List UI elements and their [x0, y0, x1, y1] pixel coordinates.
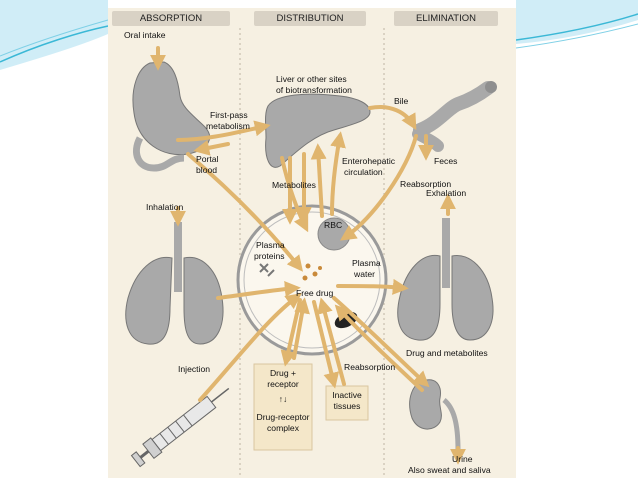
arrow-from-inactive	[317, 297, 346, 386]
liver-shape	[265, 93, 371, 168]
label-portal-2: blood	[196, 165, 218, 175]
label-feces: Feces	[434, 156, 458, 166]
lung-right-2	[451, 254, 494, 341]
label-injection: Injection	[178, 364, 211, 374]
label-plasma-water-1: Plasma	[352, 258, 381, 268]
arrow-first-pass	[176, 120, 271, 142]
label-oral-intake: Oral intake	[124, 30, 166, 40]
protein-shape	[259, 263, 275, 277]
diagram-graphics	[125, 28, 497, 476]
header-absorption: ABSORPTION	[112, 11, 230, 26]
label-reabsorption-bottom: Reabsorption	[344, 362, 396, 372]
label-plasma-proteins-2: proteins	[254, 251, 285, 261]
arrow-from-receptor	[292, 297, 310, 360]
arrow-enterohepatic	[340, 134, 418, 241]
label-complex-2: complex	[267, 423, 299, 433]
arrow-injection	[198, 293, 302, 402]
label-metabolites: Metabolites	[272, 180, 316, 190]
header-distribution: DISTRIBUTION	[254, 11, 366, 26]
label-inhalation: Inhalation	[146, 202, 184, 212]
lung-right-1	[397, 254, 441, 341]
arrow-stomach-to-blood	[186, 152, 303, 272]
label-drug-receptor-2: receptor	[267, 379, 299, 389]
label-inactive-1: Inactive	[332, 390, 362, 400]
syringe-shape	[130, 387, 230, 468]
label-first-pass-2: metabolism	[206, 121, 250, 131]
kidney-shape	[409, 379, 442, 430]
arrow-to-inactive	[312, 300, 340, 389]
trachea-left-shape	[174, 222, 182, 292]
label-inactive-2: tissues	[333, 401, 361, 411]
lung-left-2	[183, 256, 224, 345]
label-reabsorption-top: Reabsorption	[400, 179, 452, 189]
label-enterohepatic-1: Enterohepatic	[342, 156, 396, 166]
arrow-blood-to-lung	[336, 278, 409, 295]
trachea-right-shape	[442, 218, 450, 288]
intestine-shape	[133, 136, 185, 172]
inactive-tissues-box	[325, 385, 369, 421]
label-plasma-water-2: water	[354, 269, 376, 279]
lung-left-1	[125, 256, 173, 345]
label-complex-1: Drug-receptor	[256, 412, 310, 422]
label-first-pass-1: First-pass	[210, 110, 248, 120]
header-elimination: ELIMINATION	[394, 11, 498, 26]
colon-shape	[413, 81, 495, 137]
arrow-liver-bile	[368, 105, 417, 131]
label-exhalation: Exhalation	[426, 188, 467, 198]
label-plasma-proteins-1: Plasma	[256, 240, 285, 250]
arrow-metabolites	[280, 156, 309, 233]
arrow-portal	[193, 139, 230, 156]
label-liver-2: of biotransformation	[276, 85, 352, 95]
label-sweat-saliva: Also sweat and saliva	[408, 465, 491, 475]
label-rbc: RBC	[324, 220, 343, 230]
label-portal-1: Portal	[196, 154, 219, 164]
label-urine: Urine	[452, 454, 473, 464]
label-bile: Bile	[394, 96, 409, 106]
arrow-lung-to-blood	[216, 281, 301, 300]
arrow-blood-to-liver	[310, 143, 327, 218]
pharmacokinetics-figure: ABSORPTION DISTRIBUTION ELIMINATION	[108, 8, 516, 478]
label-liver-1: Liver or other sites	[276, 74, 347, 84]
arrow-enterohepatic-return	[330, 131, 346, 216]
label-free-drug: Free drug	[296, 288, 334, 298]
ureter-shape	[442, 398, 461, 451]
label-drug-and-metabolites: Drug and metabolites	[406, 348, 488, 358]
label-drug-receptor-1: Drug +	[269, 368, 297, 378]
label-equilibrium: ↑↓	[278, 394, 288, 404]
arrow-kidney-reabsorb	[334, 304, 424, 392]
label-enterohepatic-2: circulation	[344, 167, 383, 177]
